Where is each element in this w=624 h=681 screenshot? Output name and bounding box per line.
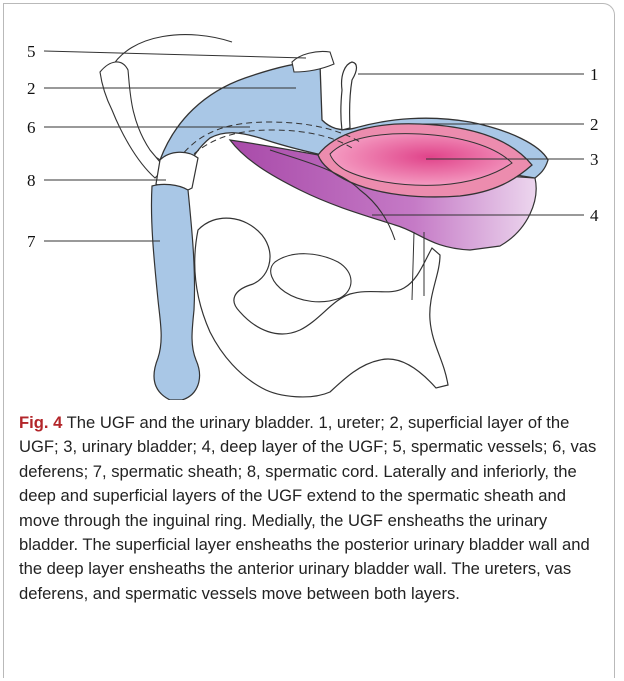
obturator-foramen	[271, 254, 351, 302]
spermatic-cord-tube	[100, 62, 165, 178]
figure-number: Fig. 4	[19, 413, 62, 432]
illustration-svg	[0, 0, 624, 400]
spermatic-sheath	[151, 184, 199, 400]
figure-caption: Fig. 4 The UGF and the urinary bladder. …	[19, 411, 609, 606]
label-3: 3	[590, 151, 599, 168]
label-6: 6	[27, 119, 36, 136]
label-2-left: 2	[27, 80, 36, 97]
figure-description: Laterally and inferiorly, the deep and s…	[19, 462, 590, 603]
label-8: 8	[27, 172, 36, 189]
label-4: 4	[590, 207, 599, 224]
anatomical-illustration: 5 2 6 8 7 1 2 3 4	[0, 0, 624, 400]
ureter	[341, 62, 357, 130]
label-5: 5	[27, 43, 36, 60]
figure-title: The UGF and the urinary bladder.	[67, 413, 314, 432]
label-7: 7	[27, 233, 36, 250]
pelvis-outline	[195, 218, 448, 397]
spermatic-vessels	[292, 51, 334, 72]
label-1: 1	[590, 66, 599, 83]
label-2-right: 2	[590, 116, 599, 133]
